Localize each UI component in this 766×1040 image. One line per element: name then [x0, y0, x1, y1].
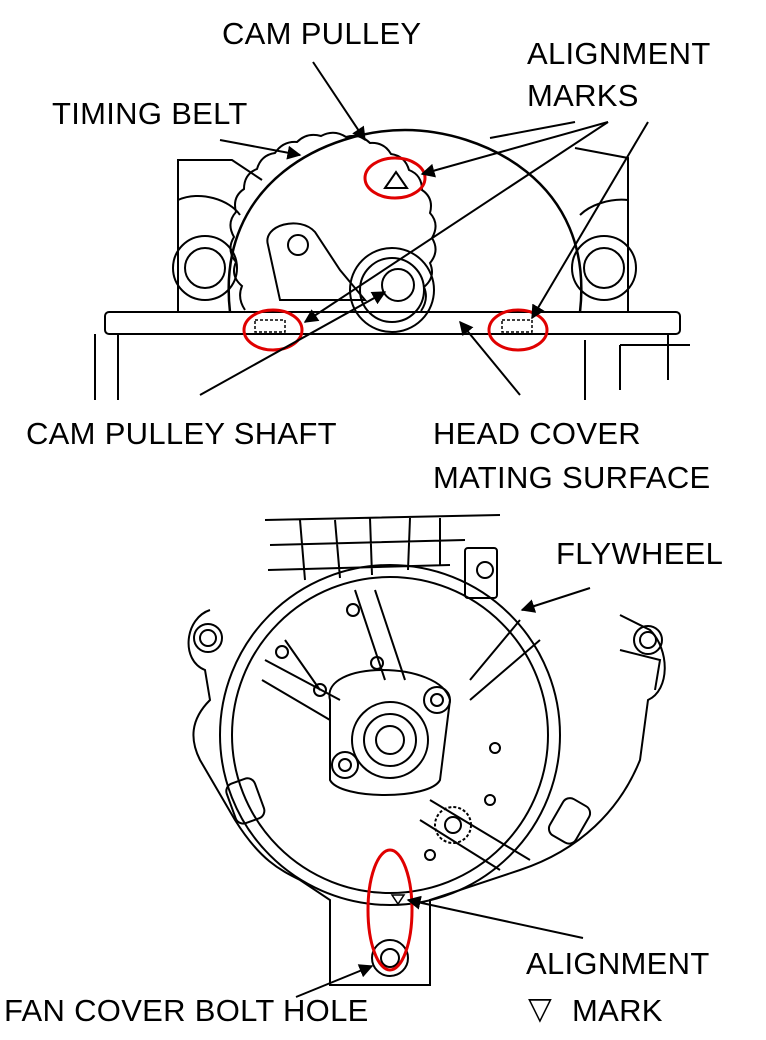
label-triangle-symbol: ▽ — [528, 991, 553, 1026]
highlight-flywheel-mark — [366, 848, 414, 972]
label-alignment-marks-1: ALIGNMENT — [527, 36, 711, 71]
flywheel-outer — [219, 564, 561, 906]
label-head-cover-2: MATING SURFACE — [433, 460, 711, 495]
top-highlight-circles — [242, 156, 549, 352]
flywheel-rim — [231, 576, 549, 894]
label-timing-belt: TIMING BELT — [52, 96, 248, 131]
cam-shaft-center — [381, 268, 415, 302]
cam-pulley-teeth — [229, 131, 437, 312]
label-alignment-mark-1: ALIGNMENT — [526, 946, 710, 981]
pulley-triangle-mark — [383, 170, 409, 189]
bottom-leader-lines — [295, 587, 591, 998]
label-cam-pulley: CAM PULLEY — [222, 16, 422, 51]
flywheel-triangle-mark — [390, 894, 406, 906]
top-leader-lines — [199, 61, 649, 396]
right-boss — [571, 235, 637, 301]
right-housing-outline — [574, 147, 629, 312]
flywheel-drawing — [187, 514, 666, 986]
lower-block — [94, 334, 690, 400]
left-housing-outline — [177, 159, 263, 312]
mating-surface-plate — [104, 311, 681, 335]
engine-head-drawing — [94, 128, 690, 400]
highlight-pulley-mark — [363, 156, 427, 200]
cam-shaft-outer — [349, 247, 435, 333]
label-head-cover-1: HEAD COVER — [433, 416, 641, 451]
label-flywheel: FLYWHEEL — [556, 536, 724, 571]
highlight-left-mark — [242, 308, 304, 352]
highlight-right-mark — [487, 308, 549, 352]
label-alignment-mark-2: MARK — [572, 993, 663, 1028]
left-boss — [172, 235, 238, 301]
cam-arm — [266, 222, 368, 301]
fan-cover-bolt-hole — [371, 939, 409, 977]
flywheel-spokes — [261, 589, 541, 871]
sensor-gear — [434, 806, 472, 844]
timing-belt — [227, 128, 583, 313]
label-cam-pulley-shaft: CAM PULLEY SHAFT — [26, 416, 337, 451]
label-fan-cover-bolt-hole: FAN COVER BOLT HOLE — [4, 993, 369, 1028]
label-alignment-marks-2: MARKS — [527, 78, 639, 113]
